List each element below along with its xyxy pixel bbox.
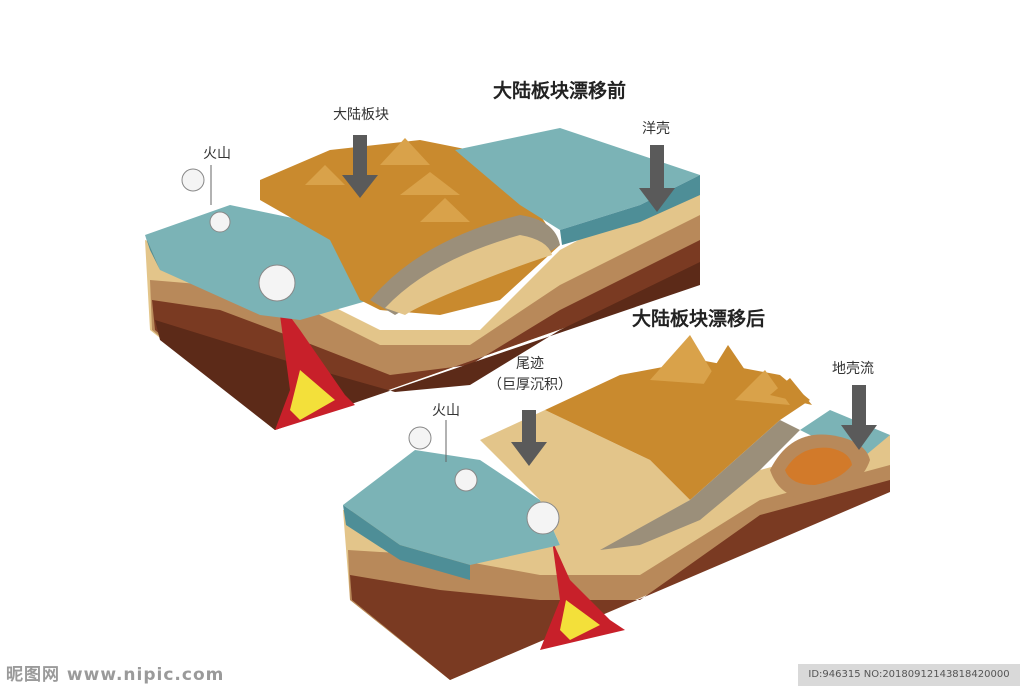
block-after-layer-brown: [350, 480, 890, 680]
mountain-top-3: [420, 198, 470, 222]
arrow-oceanic-crust: [639, 145, 675, 212]
label-trail: 尾迹: [516, 356, 544, 372]
volcano-plume-bottom-1: [408, 426, 432, 450]
mountain-top-2: [400, 172, 460, 195]
mountain-bottom-2: [700, 345, 760, 392]
label-crust-flow: 地壳流: [832, 361, 874, 377]
label-volcano-bottom: 火山: [432, 403, 460, 419]
label-oceanic-crust: 洋壳: [642, 121, 670, 137]
volcano-plume-top-1: [181, 168, 205, 192]
volcano-plume-top-3: [258, 264, 296, 302]
crust-flow-core: [785, 447, 852, 485]
magma-core-bottom: [560, 600, 600, 640]
magma-core-top: [290, 370, 335, 420]
volcano-plume-bottom-2: [454, 468, 478, 492]
folded-zone-bottom: [600, 420, 800, 550]
watermark-right: ID:946315 NO:20180912143818420000: [798, 664, 1020, 686]
watermark-left: 昵图网 www.nipic.com: [6, 665, 225, 685]
arrow-trail: [511, 410, 547, 466]
ocean-surface-bottom-right: [800, 410, 890, 460]
ocean-surface-left: [145, 205, 370, 320]
arrow-continental-plate: [342, 135, 378, 198]
title-before: 大陆板块漂移前: [493, 80, 627, 102]
label-trail-sediment: （巨厚沉积）: [488, 377, 572, 393]
block-after: [343, 335, 890, 680]
label-continental-plate: 大陆板块: [333, 107, 389, 123]
arrow-crust-flow: [841, 385, 877, 450]
mountain-top-1: [380, 138, 430, 165]
block-before: [145, 128, 700, 430]
mountain-top-4: [305, 165, 345, 185]
magma-channel-bottom: [540, 540, 625, 650]
ocean-edge-bottom-left: [343, 505, 470, 580]
mountain-bottom-4: [770, 378, 812, 405]
mountain-bottom-1: [650, 335, 720, 385]
ocean-surface-bottom-left: [343, 450, 560, 565]
ocean-surface-right: [455, 128, 700, 230]
title-after: 大陆板块漂移后: [632, 308, 766, 330]
ocean-edge-left: [145, 235, 160, 270]
label-volcano-top: 火山: [203, 146, 231, 162]
volcano-plume-top-2: [209, 211, 231, 233]
folded-strata-band-top: [385, 235, 552, 315]
volcano-plume-bottom-3: [526, 501, 560, 535]
